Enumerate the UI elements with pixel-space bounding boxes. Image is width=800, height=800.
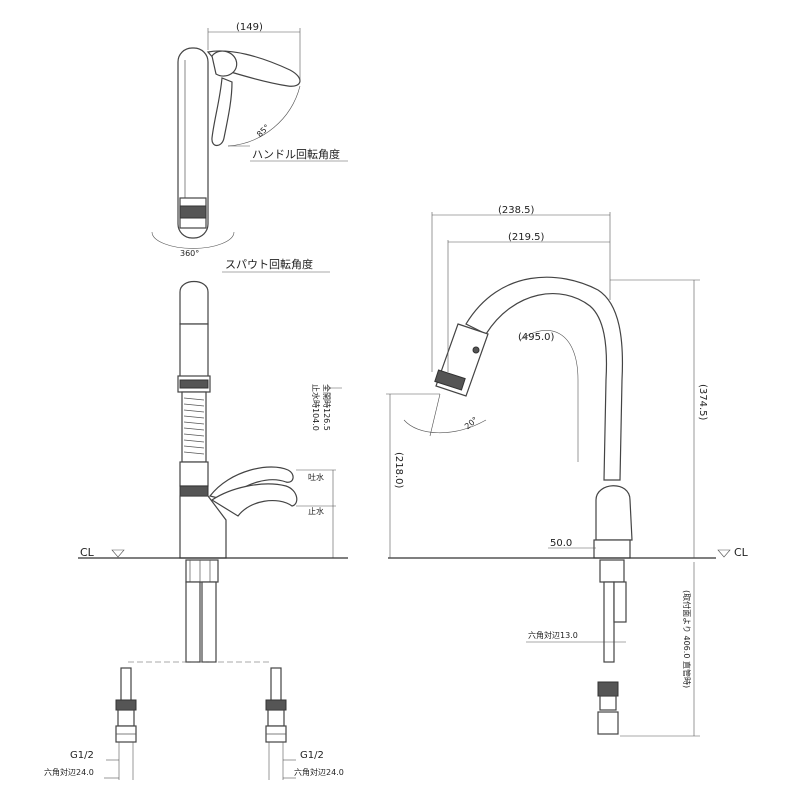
top-view: (149) 85° ハンドル回転角度 360° スパウト回転角度 <box>151 22 348 273</box>
front-spring-hose <box>181 391 207 463</box>
label-cl-left: CL <box>80 546 95 559</box>
front-view: 吐水 止水 全開時126.5 止水時104.0 CL G1/2 六角対辺24.0 <box>44 280 348 780</box>
label-stop-height: 止水時104.0 <box>311 384 321 431</box>
label-spout-angle: 360° <box>180 249 199 258</box>
label-g-right: G1/2 <box>300 750 324 761</box>
label-hex-body: 六角対辺13.0 <box>528 630 578 640</box>
front-spray-head <box>179 280 209 325</box>
label-base-dim: 50.0 <box>550 538 572 549</box>
side-hose-pipe <box>603 581 615 663</box>
label-full-open-height: 全開時126.5 <box>322 384 332 431</box>
label-spout-rotation: スパウト回転角度 <box>225 257 313 271</box>
label-spout-height: (374.5) <box>697 384 708 421</box>
side-hex-nut <box>597 711 619 735</box>
side-gooseneck <box>465 276 624 481</box>
head-angle-arc <box>403 419 487 434</box>
side-view: CL (238.5) (219.5) (495.0) 20° (374.5) (… <box>386 205 749 737</box>
spout-angle-arc <box>151 231 235 249</box>
top-spout-body <box>177 47 209 239</box>
label-head-angle: 20° <box>463 415 480 431</box>
label-width-total: (238.5) <box>498 205 535 216</box>
side-body <box>595 485 633 541</box>
label-g-left: G1/2 <box>70 750 94 761</box>
front-pipe-left <box>185 581 201 663</box>
label-width-spout: (219.5) <box>508 232 545 243</box>
label-top-width: (149) <box>236 22 263 33</box>
front-pipe-right <box>201 581 217 663</box>
label-pipe-length: (取付面より 406.0 直管時) <box>682 590 692 688</box>
label-hose-length: (495.0) <box>518 332 555 343</box>
supply-left-pipe <box>120 667 132 705</box>
label-hex-left: 六角対辺24.0 <box>44 767 94 777</box>
supply-right-pipe <box>270 667 282 705</box>
handle-angle-arc <box>227 85 301 147</box>
label-outlet-height: (218.0) <box>393 452 404 489</box>
label-handle-angle: 85° <box>255 123 271 139</box>
dim-hose <box>519 330 579 462</box>
label-hex-right: 六角対辺24.0 <box>294 767 344 777</box>
label-stop: 止水 <box>308 506 324 516</box>
label-cl-right: CL <box>734 546 749 559</box>
label-handle-rotation: ハンドル回転角度 <box>252 147 340 161</box>
front-body <box>179 495 227 559</box>
label-outlet: 吐水 <box>308 472 324 482</box>
